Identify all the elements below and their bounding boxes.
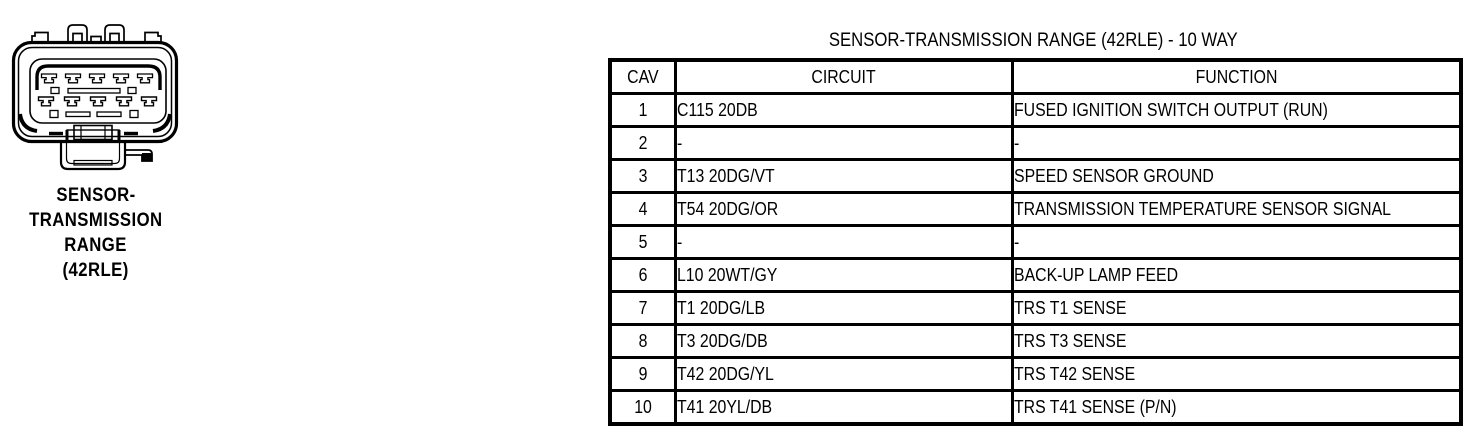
circuit-cell: T13 20DG/VT bbox=[673, 158, 1014, 194]
function-cell: TRANSMISSION TEMPERATURE SENSOR SIGNAL bbox=[1010, 191, 1463, 227]
circuit-cell: T41 20YL/DB bbox=[673, 389, 1014, 426]
cav-cell: 3 bbox=[608, 158, 677, 194]
connector-top-tabs bbox=[31, 24, 162, 43]
pinout-table: CAV CIRCUIT FUNCTION 1 C115 20DB FUSED I… bbox=[608, 58, 1463, 426]
function-cell: BACK-UP LAMP FEED bbox=[1010, 257, 1463, 293]
circuit-cell: T3 20DG/DB bbox=[673, 323, 1014, 359]
connector-label-line: (42RLE) bbox=[62, 260, 130, 281]
cav-column-header: CAV bbox=[608, 58, 677, 95]
table-row: 7 T1 20DG/LB TRS T1 SENSE bbox=[608, 290, 1463, 326]
connector-latch bbox=[59, 124, 153, 171]
circuit-cell: T42 20DG/YL bbox=[673, 356, 1014, 392]
function-cell: - bbox=[1010, 125, 1463, 161]
function-cell: TRS T3 SENSE bbox=[1010, 323, 1463, 359]
function-cell: TRS T41 SENSE (P/N) bbox=[1010, 389, 1463, 426]
circuit-cell: C115 20DB bbox=[673, 92, 1014, 128]
connector-label-line: SENSOR- bbox=[56, 185, 136, 206]
connector-label-line: RANGE bbox=[64, 235, 128, 256]
connector-figure: SENSOR- TRANSMISSION RANGE (42RLE) bbox=[4, 2, 188, 283]
connector-shell bbox=[11, 40, 179, 144]
cav-cell: 7 bbox=[608, 290, 677, 326]
cav-cell: 2 bbox=[608, 125, 677, 161]
table-row: 8 T3 20DG/DB TRS T3 SENSE bbox=[608, 323, 1463, 359]
cav-cell: 6 bbox=[608, 257, 677, 293]
cav-cell: 5 bbox=[608, 224, 677, 260]
function-cell: TRS T1 SENSE bbox=[1010, 290, 1463, 326]
table-row: 1 C115 20DB FUSED IGNITION SWITCH OUTPUT… bbox=[608, 92, 1463, 128]
table-row: 3 T13 20DG/VT SPEED SENSOR GROUND bbox=[608, 158, 1463, 194]
table-title: SENSOR-TRANSMISSION RANGE (42RLE) - 10 W… bbox=[829, 30, 1238, 51]
table-row: 6 L10 20WT/GY BACK-UP LAMP FEED bbox=[608, 257, 1463, 293]
function-column-header: FUNCTION bbox=[1010, 58, 1463, 95]
connector-face-drawing-icon bbox=[11, 24, 179, 171]
connector-label-line: TRANSMISSION bbox=[29, 210, 163, 231]
circuit-cell: L10 20WT/GY bbox=[673, 257, 1014, 293]
function-cell: SPEED SENSOR GROUND bbox=[1010, 158, 1463, 194]
connector-label: SENSOR- TRANSMISSION RANGE (42RLE) bbox=[4, 183, 188, 283]
circuit-column-header: CIRCUIT bbox=[673, 58, 1014, 95]
pinout-table-section: SENSOR-TRANSMISSION RANGE (42RLE) - 10 W… bbox=[608, 30, 1463, 426]
table-row: 9 T42 20DG/YL TRS T42 SENSE bbox=[608, 356, 1463, 392]
function-cell: FUSED IGNITION SWITCH OUTPUT (RUN) bbox=[1010, 92, 1463, 128]
circuit-cell: T54 20DG/OR bbox=[673, 191, 1014, 227]
circuit-cell: T1 20DG/LB bbox=[673, 290, 1014, 326]
cav-cell: 1 bbox=[608, 92, 677, 128]
table-row: 5 - - bbox=[608, 224, 1463, 260]
cav-cell: 4 bbox=[608, 191, 677, 227]
cav-cell: 9 bbox=[608, 356, 677, 392]
connector-terminals bbox=[35, 64, 162, 119]
cav-cell: 10 bbox=[608, 389, 677, 426]
circuit-cell: - bbox=[673, 125, 1014, 161]
table-row: 2 - - bbox=[608, 125, 1463, 161]
table-row: 4 T54 20DG/OR TRANSMISSION TEMPERATURE S… bbox=[608, 191, 1463, 227]
header-row: CAV CIRCUIT FUNCTION bbox=[608, 58, 1463, 95]
cav-cell: 8 bbox=[608, 323, 677, 359]
circuit-cell: - bbox=[673, 224, 1014, 260]
table-row: 10 T41 20YL/DB TRS T41 SENSE (P/N) bbox=[608, 389, 1463, 426]
function-cell: - bbox=[1010, 224, 1463, 260]
connector-gasket-shading bbox=[18, 113, 172, 136]
function-cell: TRS T42 SENSE bbox=[1010, 356, 1463, 392]
